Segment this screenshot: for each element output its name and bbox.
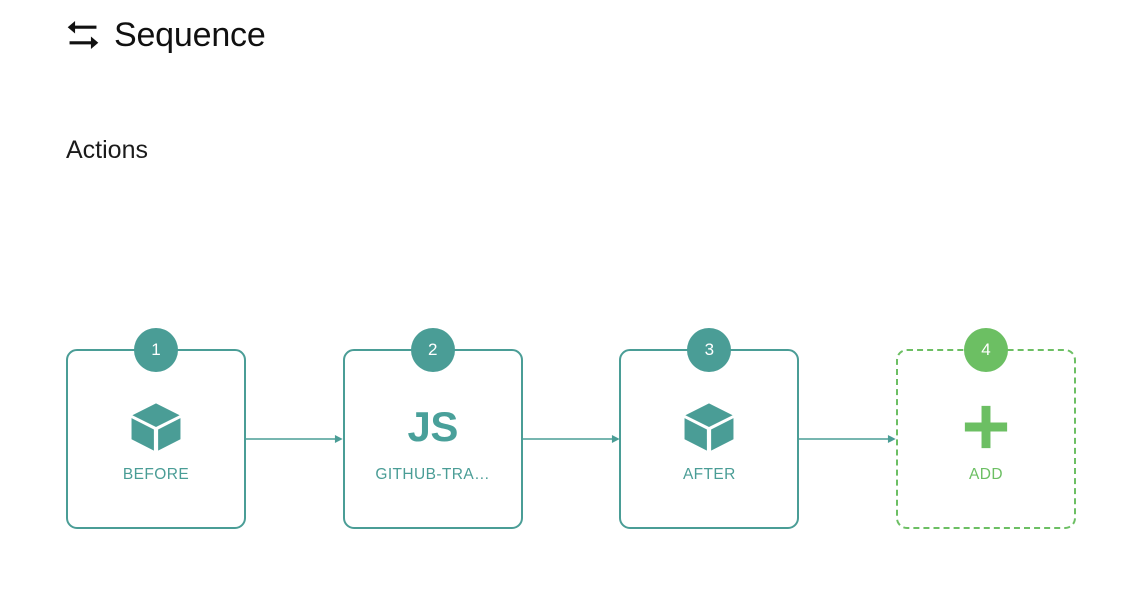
arrow-right-icon: [523, 435, 620, 443]
step-badge-3[interactable]: 3: [687, 328, 732, 372]
arrow-right-icon: [799, 435, 897, 443]
flow-connector-1-2: [246, 349, 343, 529]
card-icon-wrap: [960, 398, 1012, 456]
flow-node-3: AFTER 3: [619, 328, 800, 529]
card-label: ADD: [969, 466, 1003, 483]
card-icon-wrap: JS: [407, 398, 458, 456]
flow-node-2: JS GITHUB-TRA… 2: [342, 328, 523, 529]
flow-node-4: ADD 4: [896, 328, 1077, 529]
flow-row: BEFORE 1 JS GITHUB-TRA… 2: [66, 328, 1077, 533]
js-text-icon: JS: [407, 403, 458, 450]
action-card-before[interactable]: BEFORE: [66, 349, 246, 529]
action-card-after[interactable]: AFTER: [619, 349, 800, 529]
section-label-actions: Actions: [66, 136, 148, 164]
flow-connector-3-4: [799, 349, 897, 529]
arrow-right-icon: [246, 435, 343, 443]
card-label: AFTER: [682, 466, 736, 483]
card-icon-wrap: [682, 398, 736, 456]
action-card-github-trigger[interactable]: JS GITHUB-TRA…: [342, 349, 523, 529]
cube-icon: [684, 403, 734, 451]
page-header: Sequence: [66, 18, 266, 52]
card-icon-wrap: [129, 398, 183, 456]
card-label: GITHUB-TRA…: [375, 466, 490, 483]
step-badge-4[interactable]: 4: [964, 328, 1009, 372]
plus-icon: [964, 405, 1008, 449]
page-title: Sequence: [114, 16, 266, 54]
flow-connector-2-3: [523, 349, 620, 529]
step-badge-1[interactable]: 1: [134, 328, 178, 372]
actions-sequence-flow: BEFORE 1 JS GITHUB-TRA… 2: [66, 328, 1077, 533]
card-label: BEFORE: [122, 466, 190, 483]
cube-icon: [131, 403, 181, 451]
step-badge-2[interactable]: 2: [410, 328, 455, 372]
add-action-card[interactable]: ADD: [896, 349, 1077, 529]
swap-arrows-icon: [67, 20, 99, 50]
flow-node-1: BEFORE 1: [66, 328, 246, 529]
